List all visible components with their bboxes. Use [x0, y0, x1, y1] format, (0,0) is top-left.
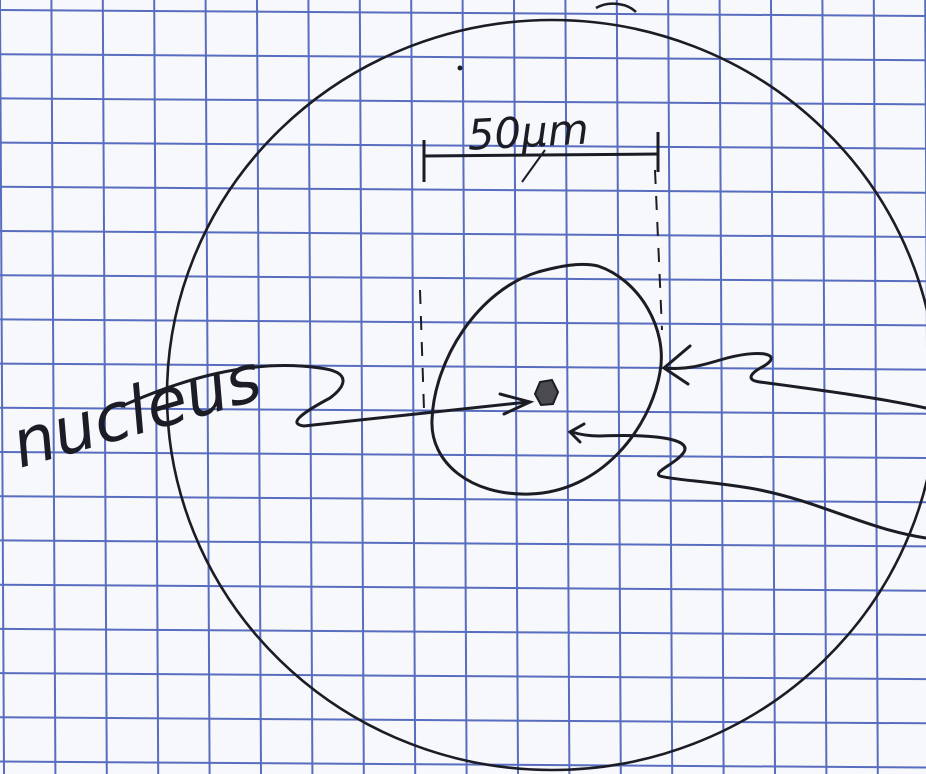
central-dot	[535, 380, 558, 405]
scale-bar-label: 50µm	[466, 104, 589, 159]
stray-dot	[458, 66, 463, 71]
